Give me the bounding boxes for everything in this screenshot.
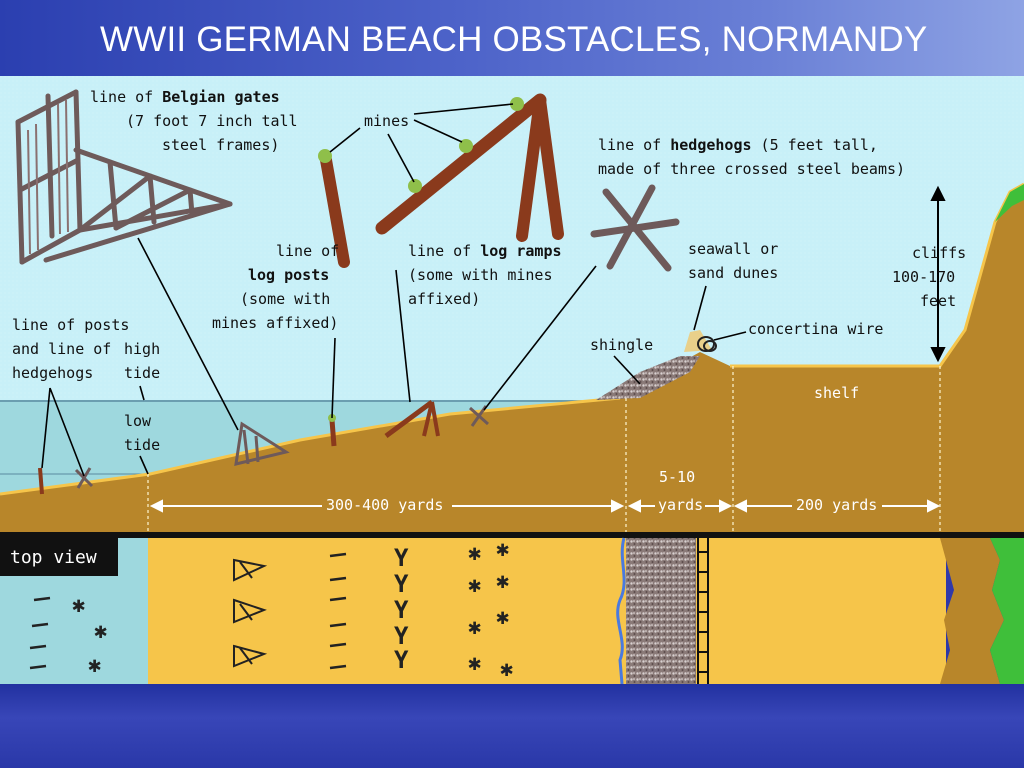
label-cliffs-3: feet bbox=[920, 292, 956, 310]
label-shelf: shelf bbox=[814, 384, 859, 402]
label-hedgehogs: line of hedgehogs (5 feet tall, bbox=[598, 136, 878, 154]
concertina-wire-side bbox=[697, 336, 717, 352]
hedgehog-illustration bbox=[590, 184, 680, 272]
svg-text:✱: ✱ bbox=[72, 593, 85, 618]
label-log-posts-4: mines affixed) bbox=[212, 314, 338, 332]
top-view-label-box bbox=[0, 538, 118, 576]
label-200-yards: 200 yards bbox=[796, 496, 877, 514]
label-high-tide-2: tide bbox=[124, 364, 160, 382]
label-low-tide-1: low bbox=[124, 412, 152, 430]
svg-text:✱: ✱ bbox=[468, 541, 481, 566]
label-log-posts-2: log posts bbox=[248, 266, 329, 284]
beach-obstacles-diagram: 300-400 yards 5-10 yards 200 yards bbox=[0, 76, 1024, 685]
label-cliffs-2: 100-170 bbox=[892, 268, 955, 286]
svg-text:✱: ✱ bbox=[500, 657, 513, 682]
bottom-band bbox=[0, 684, 1024, 768]
label-log-posts-3: (some with bbox=[240, 290, 330, 308]
svg-text:✱: ✱ bbox=[88, 653, 101, 678]
label-belgian-gates-material: steel frames) bbox=[162, 136, 279, 154]
svg-text:✱: ✱ bbox=[496, 537, 509, 562]
svg-text:✱: ✱ bbox=[468, 615, 481, 640]
log-post-illustration bbox=[318, 149, 350, 268]
svg-text:Y: Y bbox=[394, 622, 409, 650]
label-seawall-1: seawall or bbox=[688, 240, 778, 258]
label-concertina-wire: concertina wire bbox=[748, 320, 883, 338]
label-log-ramps: line of log ramps bbox=[408, 242, 562, 260]
label-5-10-yards: yards bbox=[658, 496, 703, 514]
slide-title: WWII GERMAN BEACH OBSTACLES, NORMANDY bbox=[100, 20, 928, 59]
diagram-svg: 300-400 yards 5-10 yards 200 yards bbox=[0, 76, 1024, 685]
label-seawall-2: sand dunes bbox=[688, 264, 778, 282]
svg-text:Y: Y bbox=[394, 646, 409, 674]
label-5-10: 5-10 bbox=[659, 468, 695, 486]
svg-text:✱: ✱ bbox=[496, 569, 509, 594]
svg-text:✱: ✱ bbox=[94, 619, 107, 644]
label-cliffs-1: cliffs bbox=[912, 244, 966, 262]
svg-text:✱: ✱ bbox=[496, 605, 509, 630]
label-posts-hedgehogs-3: hedgehogs bbox=[12, 364, 93, 382]
svg-text:✱: ✱ bbox=[468, 651, 481, 676]
top-view-strip: top view ✱✱✱ ✱✱ ✱✱ ✱✱ ✱✱ YYY YY bbox=[0, 537, 1024, 685]
belgian-gate-illustration bbox=[15, 89, 233, 265]
label-belgian-gates-size: (7 foot 7 inch tall bbox=[126, 112, 298, 130]
beach-slope bbox=[0, 184, 1024, 532]
label-belgian-gates: line of Belgian gates bbox=[90, 88, 280, 106]
leader-lines bbox=[41, 103, 747, 477]
svg-text:Y: Y bbox=[394, 570, 409, 598]
label-high-tide-1: high bbox=[124, 340, 160, 358]
log-ramp-illustration bbox=[375, 93, 564, 242]
label-posts-hedgehogs-1: line of posts bbox=[12, 316, 129, 334]
title-bar bbox=[0, 0, 1024, 76]
cliff-grass bbox=[995, 184, 1024, 222]
shingle-pile bbox=[596, 356, 700, 400]
label-posts-hedgehogs-2: and line of bbox=[12, 340, 111, 358]
label-mines: mines bbox=[364, 112, 409, 130]
label-low-tide-2: tide bbox=[124, 436, 160, 454]
label-hedgehogs-desc: made of three crossed steel beams) bbox=[598, 160, 905, 178]
label-log-posts-1: line of bbox=[276, 242, 339, 260]
svg-text:✱: ✱ bbox=[468, 573, 481, 598]
label-log-ramps-2: (some with mines bbox=[408, 266, 553, 284]
svg-text:Y: Y bbox=[394, 596, 409, 624]
label-shingle: shingle bbox=[590, 336, 653, 354]
label-log-ramps-3: affixed) bbox=[408, 290, 480, 308]
label-300-400-yards: 300-400 yards bbox=[326, 496, 443, 514]
svg-text:Y: Y bbox=[394, 544, 409, 572]
label-top-view: top view bbox=[10, 547, 97, 568]
